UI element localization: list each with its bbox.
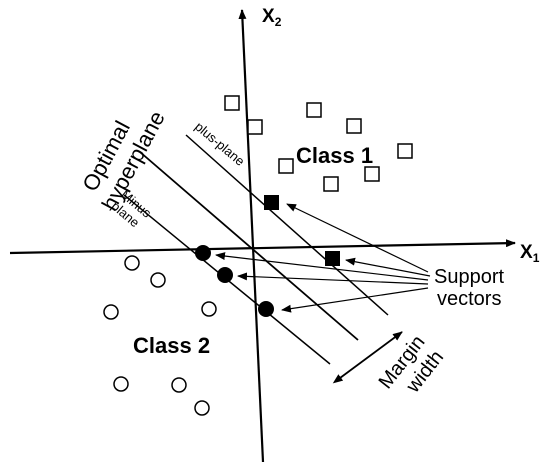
class2-support-vector: [258, 301, 274, 317]
support-arrow: [286, 203, 429, 273]
class1-point: [397, 143, 413, 159]
class2-label: Class 2: [133, 333, 210, 358]
x-axis: [9, 239, 516, 255]
class2-point: [201, 301, 217, 317]
support-vectors-label-1: Support: [434, 266, 504, 288]
class2-point: [171, 377, 187, 393]
class2-point: [103, 304, 119, 320]
x-axis-label: X1: [520, 242, 540, 265]
class2-point: [194, 400, 210, 416]
class1-support-vector: [264, 195, 279, 210]
support-arrow: [215, 252, 429, 281]
class1-label: Class 1: [296, 143, 373, 168]
support-arrow: [281, 287, 429, 313]
plus-plane-label: plus-plane: [192, 119, 248, 169]
class2-points: [103, 255, 217, 416]
y-axis-label: X2: [262, 6, 282, 29]
class1-support-vector: [325, 251, 340, 266]
margin-width-arrow: [332, 331, 403, 384]
support-arrow: [237, 272, 429, 285]
class2-point: [124, 255, 140, 271]
class1-point: [247, 119, 263, 135]
plus-plane-line: [185, 134, 389, 316]
class2-point: [150, 272, 166, 288]
class1-point: [323, 176, 339, 192]
support-arrow: [345, 257, 431, 277]
class1-point: [346, 118, 362, 134]
class1-point: [364, 166, 380, 182]
optimal-hyperplane-line: [139, 151, 359, 341]
y-axis: [238, 9, 265, 463]
class2-support-vector: [195, 245, 211, 261]
class2-support-vector: [217, 267, 233, 283]
class2-point: [113, 376, 129, 392]
margin-width-label: Margin width: [375, 331, 449, 397]
class1-point: [224, 95, 240, 111]
class1-points: [224, 95, 413, 192]
support-vectors-label-2: vectors: [437, 288, 501, 310]
support-vector-arrows: [215, 203, 431, 313]
class1-point: [306, 102, 322, 118]
class1-point: [278, 158, 294, 174]
optimal-hyperplane-label: Optimal hyperplane: [77, 107, 169, 215]
